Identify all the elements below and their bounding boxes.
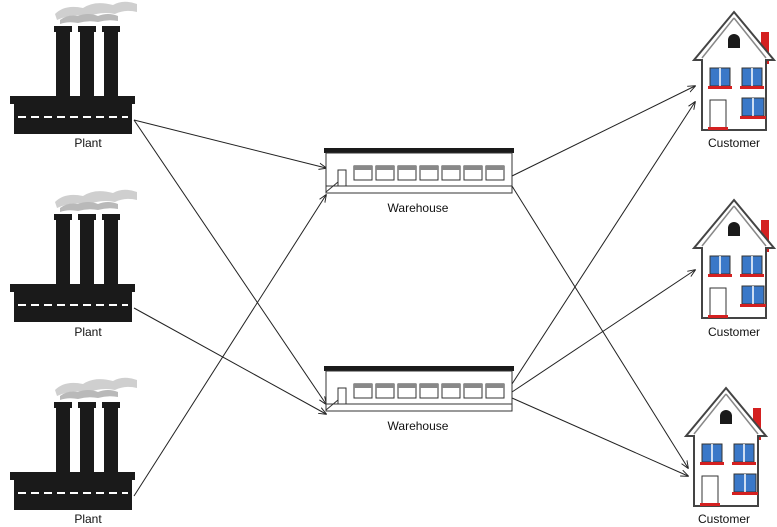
edge-warehouse-1-to-customer-1	[511, 86, 695, 177]
house-icon	[685, 387, 767, 507]
plant-3[interactable]: Plant	[9, 376, 138, 526]
warehouse-label: Warehouse	[388, 201, 449, 215]
house-icon	[693, 11, 775, 131]
edge-warehouse-2-to-customer-2	[511, 270, 695, 393]
edge-plant-1-to-warehouse-1	[133, 119, 326, 168]
customer-1[interactable]: Customer	[693, 11, 775, 150]
factory-icon	[9, 0, 138, 135]
factory-icon	[9, 188, 138, 323]
plant-2[interactable]: Plant	[9, 188, 138, 339]
warehouse-1[interactable]: Warehouse	[323, 147, 515, 215]
warehouse-icon	[323, 365, 515, 412]
plant-label: Plant	[74, 512, 102, 526]
edge-plant-1-to-warehouse-2	[133, 119, 326, 404]
edge-warehouse-1-to-customer-3	[511, 185, 688, 468]
customer-label: Customer	[708, 325, 760, 339]
customer-label: Customer	[708, 136, 760, 150]
warehouse-label: Warehouse	[388, 419, 449, 433]
edge-plant-2-to-warehouse-2	[133, 307, 326, 414]
edges	[133, 86, 695, 497]
plant-label: Plant	[74, 325, 102, 339]
warehouse-2[interactable]: Warehouse	[323, 365, 515, 433]
customer-2[interactable]: Customer	[693, 199, 775, 339]
factory-icon	[9, 376, 138, 511]
plant-label: Plant	[74, 136, 102, 150]
customer-label: Customer	[698, 512, 750, 526]
plant-1[interactable]: Plant	[9, 0, 138, 150]
customer-3[interactable]: Customer	[685, 387, 767, 526]
edge-warehouse-2-to-customer-3	[511, 397, 688, 476]
edge-warehouse-2-to-customer-1	[511, 102, 695, 385]
house-icon	[693, 199, 775, 319]
warehouse-icon	[323, 147, 515, 194]
edge-plant-3-to-warehouse-1	[133, 195, 326, 497]
